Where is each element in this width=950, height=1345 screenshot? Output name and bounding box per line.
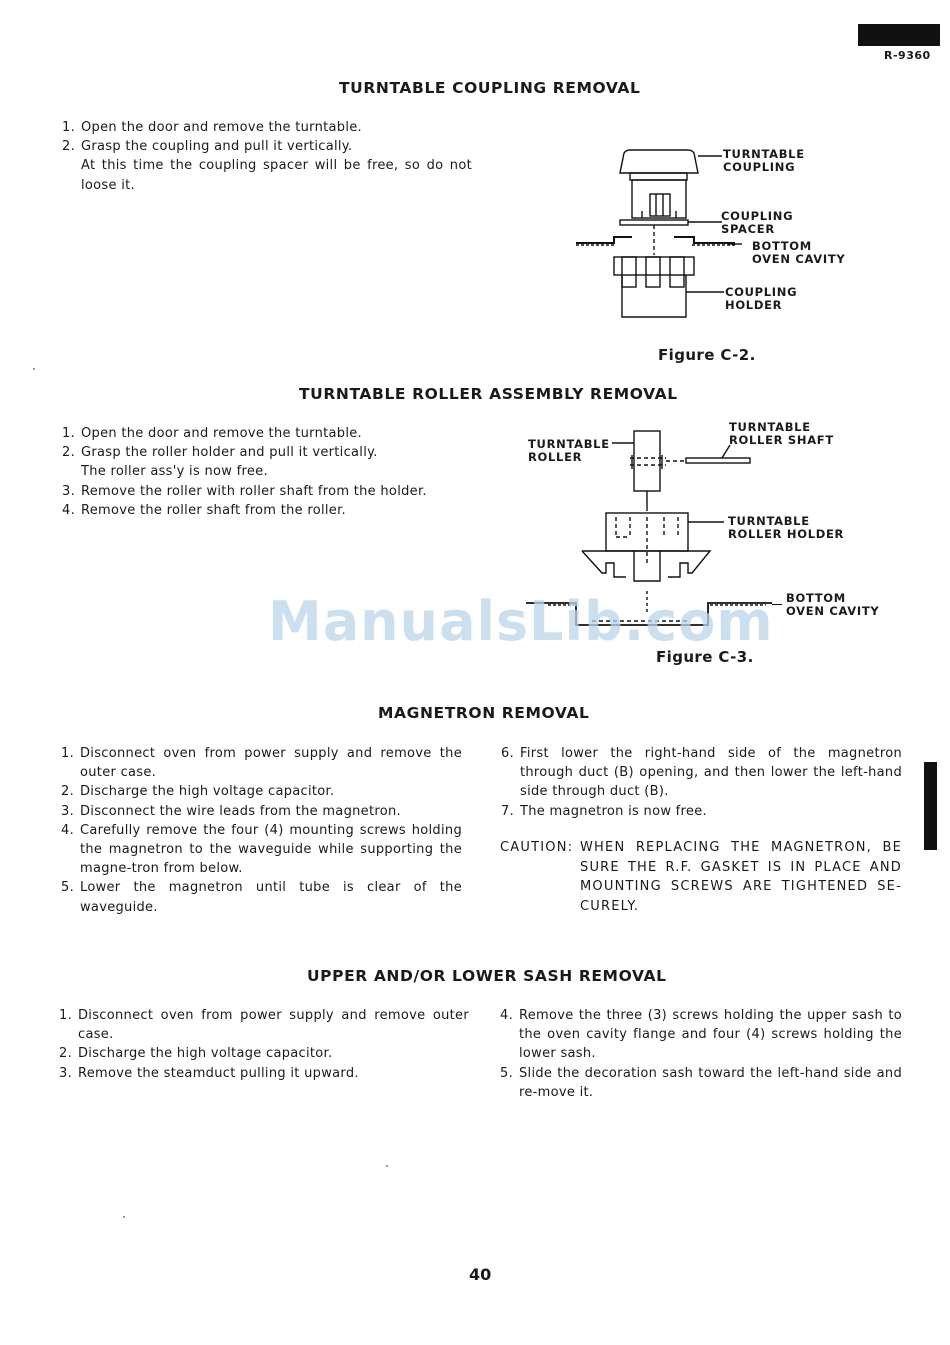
list-item: 5.Lower the magnetron until tube is clea… — [61, 880, 462, 915]
list-item: 1.Open the door and remove the turntable… — [62, 120, 362, 135]
list-item: 7.The magnetron is now free. — [501, 803, 707, 819]
label-roller-shaft: TURNTABLE ROLLER SHAFT — [729, 420, 834, 447]
caution-text: WHEN REPLACING THE MAGNETRON, BE SURE TH… — [580, 840, 902, 914]
page-number: 40 — [469, 1265, 492, 1284]
figure-caption-c2: Figure C-2. — [658, 346, 756, 364]
roller-steps: 1.Open the door and remove the turntable… — [62, 424, 462, 520]
label-bottom-oven-cavity: BOTTOM OVEN CAVITY — [752, 239, 846, 266]
list-item: 2.Grasp the roller holder and pull it ve… — [62, 445, 378, 461]
label-turntable-roller: TURNTABLE ROLLER — [528, 437, 610, 464]
watermark-logo: ManualsLib.com — [268, 590, 774, 653]
list-item: 1.Disconnect oven from power supply and … — [61, 746, 462, 781]
list-item: 3.Remove the steamduct pulling it upward… — [59, 1065, 359, 1081]
model-number: R-9360 — [884, 49, 931, 62]
scan-speck — [386, 1165, 388, 1167]
list-item: 3.Remove the roller with roller shaft fr… — [62, 483, 427, 499]
section-title-roller: TURNTABLE ROLLER ASSEMBLY REMOVAL — [299, 385, 678, 403]
coupling-steps: 1.Open the door and remove the turntable… — [62, 118, 472, 195]
list-item: 4.Carefully remove the four (4) mounting… — [61, 822, 462, 877]
sash-steps-right: 4.Remove the three (3) screws holding th… — [500, 1006, 902, 1102]
caution-label: CAUTION: — [500, 840, 574, 855]
section-title-sash: UPPER AND/OR LOWER SASH REMOVAL — [307, 967, 667, 985]
list-item: 2.Discharge the high voltage capacitor. — [61, 784, 335, 800]
list-item: 3.Disconnect the wire leads from the mag… — [61, 803, 401, 819]
figure-caption-c3: Figure C-3. — [656, 648, 754, 666]
label-turntable-coupling: TURNTABLE COUPLING — [723, 147, 805, 174]
list-item: 2.Grasp the coupling and pull it vertica… — [62, 139, 353, 155]
magnetron-steps-left: 1.Disconnect oven from power supply and … — [61, 744, 462, 917]
scan-speck — [123, 1216, 125, 1218]
header-black-bar — [858, 24, 940, 46]
roller-note: The roller ass'y is now free. — [81, 464, 268, 480]
label-bottom-oven-cavity-c3: BOTTOM OVEN CAVITY — [786, 591, 880, 618]
section-title-magnetron: MAGNETRON REMOVAL — [378, 704, 590, 722]
coupling-note: At this time the coupling spacer will be… — [81, 158, 472, 193]
magnetron-steps-right: 6.First lower the right-hand side of the… — [501, 744, 902, 821]
scan-speck — [33, 368, 35, 370]
list-item: 1.Disconnect oven from power supply and … — [59, 1008, 469, 1043]
list-item: 2.Discharge the high voltage capacitor. — [59, 1046, 333, 1062]
figure-c2-diagram — [576, 149, 742, 318]
sash-steps-left: 1.Disconnect oven from power supply and … — [59, 1006, 469, 1083]
list-item: 4.Remove the roller shaft from the rolle… — [62, 502, 346, 518]
section-title-coupling: TURNTABLE COUPLING REMOVAL — [339, 79, 641, 97]
label-roller-holder: TURNTABLE ROLLER HOLDER — [728, 514, 845, 541]
figure-c3-diagram — [526, 430, 772, 626]
list-item: 5.Slide the decoration sash toward the l… — [500, 1065, 902, 1100]
list-item: 1.Open the door and remove the turntable… — [62, 426, 362, 441]
caution-note: CAUTION: WHEN REPLACING THE MAGNETRON, B… — [500, 838, 902, 916]
leader-line — [772, 604, 782, 605]
label-coupling-spacer: COUPLING SPACER — [721, 209, 794, 236]
list-item: 4.Remove the three (3) screws holding th… — [500, 1008, 902, 1062]
label-coupling-holder: COUPLING HOLDER — [725, 285, 798, 312]
list-item: 6.First lower the right-hand side of the… — [501, 746, 902, 800]
margin-marker-bar — [924, 762, 937, 850]
